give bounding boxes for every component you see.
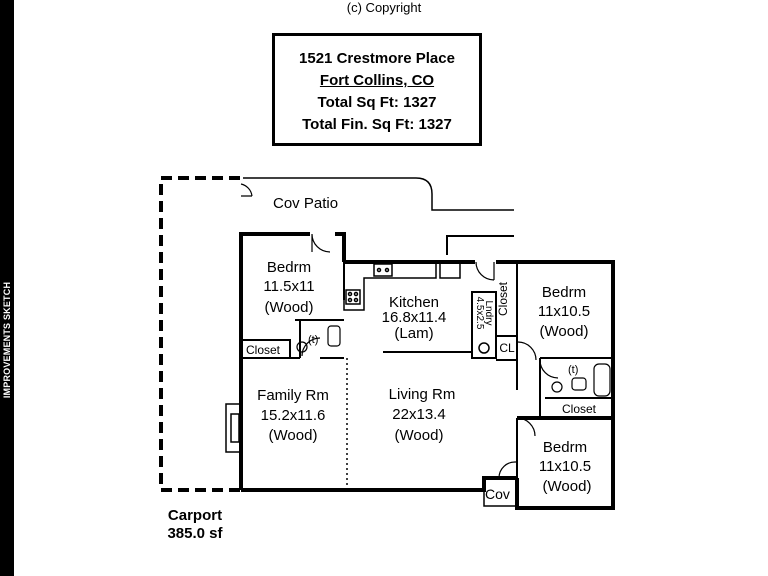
bedrm-nw-size: 11.5x11 [263, 278, 314, 295]
living-rm-name: Living Rm [389, 386, 456, 403]
patio-step-line [446, 235, 514, 255]
total-fin-sqft-line: Total Fin. Sq Ft: 1327 [302, 116, 452, 133]
total-sqft-line: Total Sq Ft: 1327 [317, 94, 437, 111]
bedrm-se-size: 11x10.5 [539, 458, 591, 475]
bedrm-nw-floor: (Wood) [265, 299, 314, 316]
family-rm-floor: (Wood) [269, 427, 318, 444]
cov-patio-label: Cov Patio [273, 195, 338, 212]
wall-nw-closet [241, 339, 291, 358]
tub-mark-nw: (t) [308, 334, 318, 346]
door-swings [240, 183, 559, 479]
kitchen-name: Kitchen [389, 294, 439, 311]
carport-area: 385.0 sf [167, 525, 223, 542]
kitchen-size: 16.8x11.4 [382, 309, 447, 326]
kitchen-counter [343, 261, 490, 354]
exterior-wall-top-nw [241, 232, 346, 262]
copyright-text: (c) Copyright [346, 0, 422, 15]
fireplace [225, 403, 242, 453]
pantry-label: Lndry [483, 300, 494, 325]
bedrm-ne-size: 11x10.5 [538, 303, 590, 320]
bedrm-nw-name: Bedrm [267, 259, 311, 276]
exterior-wall-east-se [515, 418, 615, 510]
cov-outline [483, 490, 517, 507]
bedrm-se-name: Bedrm [543, 439, 587, 456]
cov-label: Cov [485, 486, 510, 502]
bedrm-ne-name: Bedrm [542, 284, 586, 301]
kitchen-floor: (Lam) [394, 325, 433, 342]
living-rm-floor: (Wood) [395, 427, 444, 444]
closet-nw-label: Closet [246, 343, 281, 357]
bedrm-se-floor: (Wood) [543, 478, 592, 495]
wall-pantry [471, 291, 497, 359]
wall-cl [496, 335, 518, 361]
side-strip: IMPROVEMENTS SKETCH [0, 0, 14, 576]
cl-label: CL [499, 341, 515, 355]
address-line: 1521 Crestmore Place [299, 50, 455, 67]
title-box: 1521 Crestmore Place Fort Collins, CO To… [272, 33, 482, 146]
bedrm-ne-floor: (Wood) [540, 323, 589, 340]
carport-outline [159, 176, 240, 492]
cov-patio-outline [243, 177, 514, 211]
tub-mark-ne: (t) [568, 364, 578, 376]
closet-ne-label: Closet [562, 402, 597, 416]
carport-label: Carport 385.0 sf [140, 507, 250, 543]
carport-name: Carport [167, 507, 223, 524]
family-rm-name: Family Rm [257, 387, 329, 404]
living-rm-size: 22x13.4 [392, 406, 445, 423]
family-rm-size: 15.2x11.6 [261, 407, 326, 424]
exterior-wall-top-ne [496, 260, 615, 358]
city-line: Fort Collins, CO [319, 72, 435, 89]
closet-vert-label: Closet [496, 281, 510, 316]
pantry-size: 4.5x2.5 [474, 297, 485, 330]
exterior-wall-south [241, 476, 517, 492]
bath-ne-fixtures [551, 363, 611, 397]
